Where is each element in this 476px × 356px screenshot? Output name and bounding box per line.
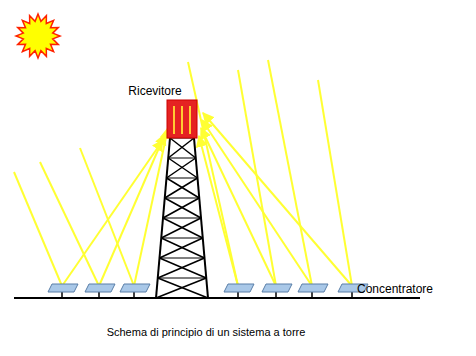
part-label: Ricevitore xyxy=(128,84,181,98)
receiver xyxy=(167,100,197,138)
sun xyxy=(16,14,60,58)
heliostat-mirror xyxy=(48,284,78,292)
tower-brace xyxy=(165,198,201,218)
ground-line xyxy=(14,297,420,299)
tower xyxy=(156,138,208,298)
tower-brace xyxy=(163,198,199,218)
tower-brace xyxy=(158,258,205,278)
tower-brace xyxy=(165,178,198,198)
heliostat-mirror xyxy=(262,284,292,292)
tower-brace xyxy=(170,138,196,158)
tower-rung xyxy=(167,178,198,179)
tower-rung xyxy=(168,158,196,159)
tower-brace xyxy=(168,138,194,158)
tower-brace xyxy=(163,218,203,238)
heliostats xyxy=(48,284,368,298)
sun-core xyxy=(27,25,49,47)
tower-brace xyxy=(161,218,201,238)
reflected-rays xyxy=(62,113,352,286)
tower-brace xyxy=(167,178,200,198)
tower-rung xyxy=(158,278,207,279)
tower-rung xyxy=(165,198,200,199)
tower-brace xyxy=(156,278,206,298)
receiver-tubes xyxy=(174,106,190,134)
tower-brace xyxy=(167,158,196,178)
tower-brace xyxy=(168,158,197,178)
tower-rung xyxy=(160,258,205,259)
part-label: Concentratore xyxy=(357,282,433,296)
sun-rays xyxy=(14,60,352,286)
heliostat-mirror xyxy=(298,284,328,292)
tower-rung xyxy=(161,238,203,239)
heliostat-mirror xyxy=(224,284,254,292)
tower-rung xyxy=(163,218,201,219)
caption: Schema di principio di un sistema a torr… xyxy=(107,326,306,338)
heliostat-mirror xyxy=(85,284,115,292)
sun-shape xyxy=(16,14,60,58)
heliostat-mirror xyxy=(120,284,150,292)
tower-brace xyxy=(160,238,203,258)
